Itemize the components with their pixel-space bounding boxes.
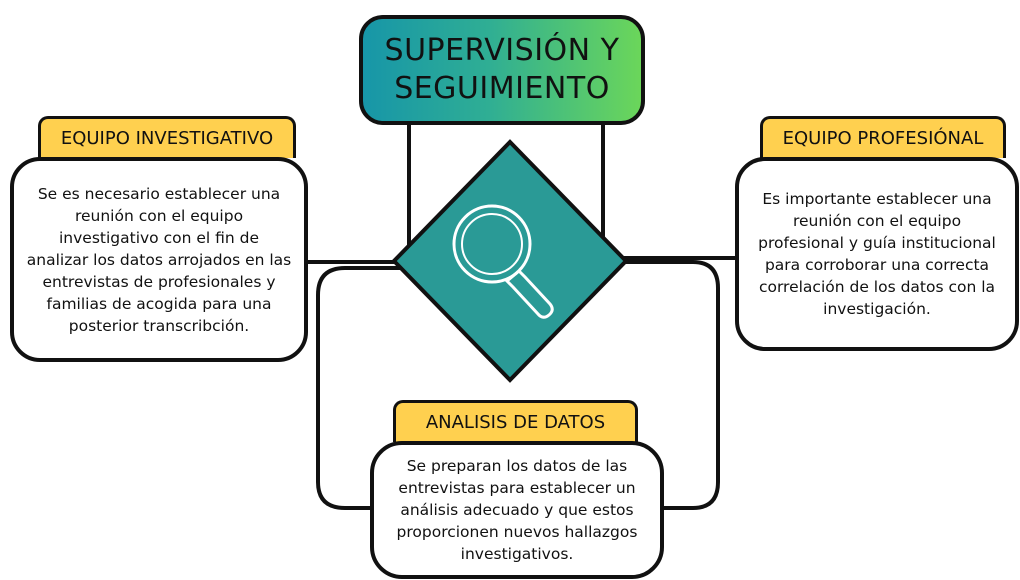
text-box-analisis-de-datos: Se preparan los datos de las entrevistas… [370,441,664,579]
node-description: Es importante establecer una reunión con… [758,190,996,318]
text-box-equipo-profesional: Es importante establecer una reunión con… [735,157,1019,351]
connector-loop-right [590,260,720,510]
title-box: SUPERVISIÓN Y SEGUIMIENTO [359,15,645,125]
text-box-equipo-investigativo: Se es necesario establecer una reunión c… [10,157,308,362]
title-line-1: SUPERVISIÓN Y [384,33,620,68]
node-description: Se es necesario establecer una reunión c… [26,184,292,335]
connector-loop-left [316,266,430,510]
label-analisis-de-datos: ANALISIS DE DATOS [393,400,638,442]
label-text: EQUIPO PROFESIÓNAL [782,128,984,149]
label-equipo-investigativo: EQUIPO INVESTIGATIVO [38,116,296,158]
label-text: EQUIPO INVESTIGATIVO [60,128,274,149]
magnifying-glass-icon [452,204,554,319]
node-description: Se preparan los datos de las entrevistas… [396,457,638,563]
label-equipo-profesional: EQUIPO PROFESIÓNAL [760,116,1006,158]
center-diamond [391,139,629,383]
label-text: ANALISIS DE DATOS [425,412,606,433]
title-line-2: SEGUIMIENTO [394,71,610,106]
